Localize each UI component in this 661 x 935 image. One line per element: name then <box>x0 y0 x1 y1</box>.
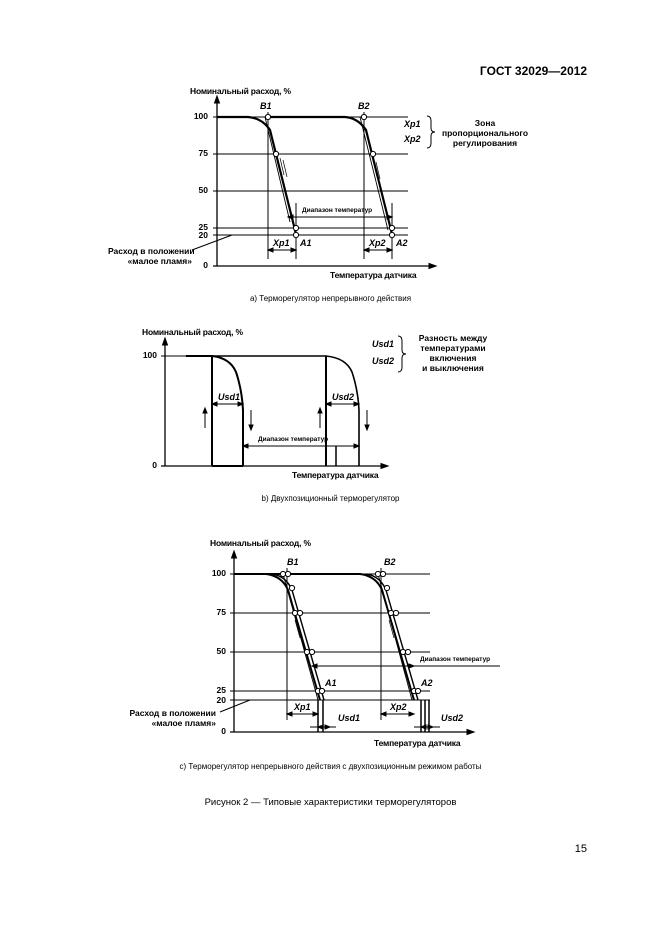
figure-b-usd2-label: Usd2 <box>332 392 355 402</box>
figure-caption: Рисунок 2 — Типовые характеристики термо… <box>204 797 457 808</box>
figure-b-usd1-label: Usd1 <box>218 392 241 402</box>
figure-a-temp-range-label: Диапазон температур <box>302 207 373 214</box>
figure-c-point-b1: B1 <box>287 557 299 567</box>
figure-a-point-a1: A1 <box>300 238 312 248</box>
figure-c-caption: с) Терморегулятор непрерывного действия … <box>179 762 482 771</box>
figure-a-min-flame-label: Расход в положении «малое пламя» <box>108 246 195 266</box>
figure-a-legend-xp1: Xp1 <box>404 119 421 129</box>
figure-c-tick-20: 20 <box>216 695 226 705</box>
figure-b-x-label: Температура датчика <box>292 470 379 480</box>
figure-c-x-label: Температура датчика <box>374 738 461 748</box>
figure-c-tick-50: 50 <box>216 646 226 656</box>
figure-a-x-label: Температура датчика <box>330 270 417 280</box>
standard-number: ГОСТ 32029—2012 <box>479 64 587 78</box>
figure-b-tick-100: 100 <box>142 350 157 360</box>
figure-c-point-b2: B2 <box>384 557 396 567</box>
figure-a-tick-20: 20 <box>198 230 208 240</box>
figure-a-y-label: Номинальный расход, % <box>190 86 291 96</box>
figure-b-legend-text: Разность между температурами включения и… <box>418 333 488 373</box>
figure-a-caption: а) Терморегулятор непрерывного действия <box>249 294 412 303</box>
figure-c-tick-100: 100 <box>211 568 226 578</box>
figure-c-temp-range-label: Диапазон температур <box>420 656 491 663</box>
figure-a-legend-text: Зона пропорционального регулирования <box>441 118 529 148</box>
figure-c-usd2-label: Usd2 <box>441 713 464 723</box>
figure-c-tick-0: 0 <box>221 726 226 736</box>
figure-a-xp2-label: Xp2 <box>369 238 386 248</box>
figure-c-point-a2: A2 <box>421 678 433 688</box>
figure-b-y-label: Номинальный расход, % <box>142 327 243 337</box>
figure-a-point-b1: B1 <box>260 101 272 111</box>
figure-c-y-label: Номинальный расход, % <box>210 538 311 548</box>
figure-b-temp-range-label: Диапазон температур <box>258 436 329 443</box>
figure-a-point-a2: A2 <box>396 238 408 248</box>
figure-a-tick-25: 25 <box>198 222 208 232</box>
figure-c-point-a1: A1 <box>325 678 337 688</box>
figure-c-min-flame-label: Расход в положении «малое пламя» <box>129 708 216 728</box>
figure-a-point-b2: B2 <box>358 101 370 111</box>
figure-c-tick-25: 25 <box>216 685 226 695</box>
figure-c-usd1-label: Usd1 <box>338 713 361 723</box>
figure-b-caption: b) Двухпозиционный терморегулятор <box>261 494 400 503</box>
figure-a-tick-50: 50 <box>198 185 208 195</box>
figure-c-xp2-label: Xp2 <box>390 702 407 712</box>
figure-a-tick-100: 100 <box>193 111 208 121</box>
figure-a-xp1-label: Xp1 <box>273 238 290 248</box>
figure-c-xp1-label: Xp1 <box>294 702 311 712</box>
figure-b-legend-usd1: Usd1 <box>372 339 395 349</box>
figure-a-tick-0: 0 <box>203 260 208 270</box>
figure-c-tick-75: 75 <box>216 607 226 617</box>
figure-b-legend-usd2: Usd2 <box>372 356 395 366</box>
figure-a-tick-75: 75 <box>198 148 208 158</box>
figure-a-legend-xp2: Xp2 <box>404 134 421 144</box>
figure-b-tick-0: 0 <box>152 460 157 470</box>
page-number: 15 <box>574 843 587 855</box>
